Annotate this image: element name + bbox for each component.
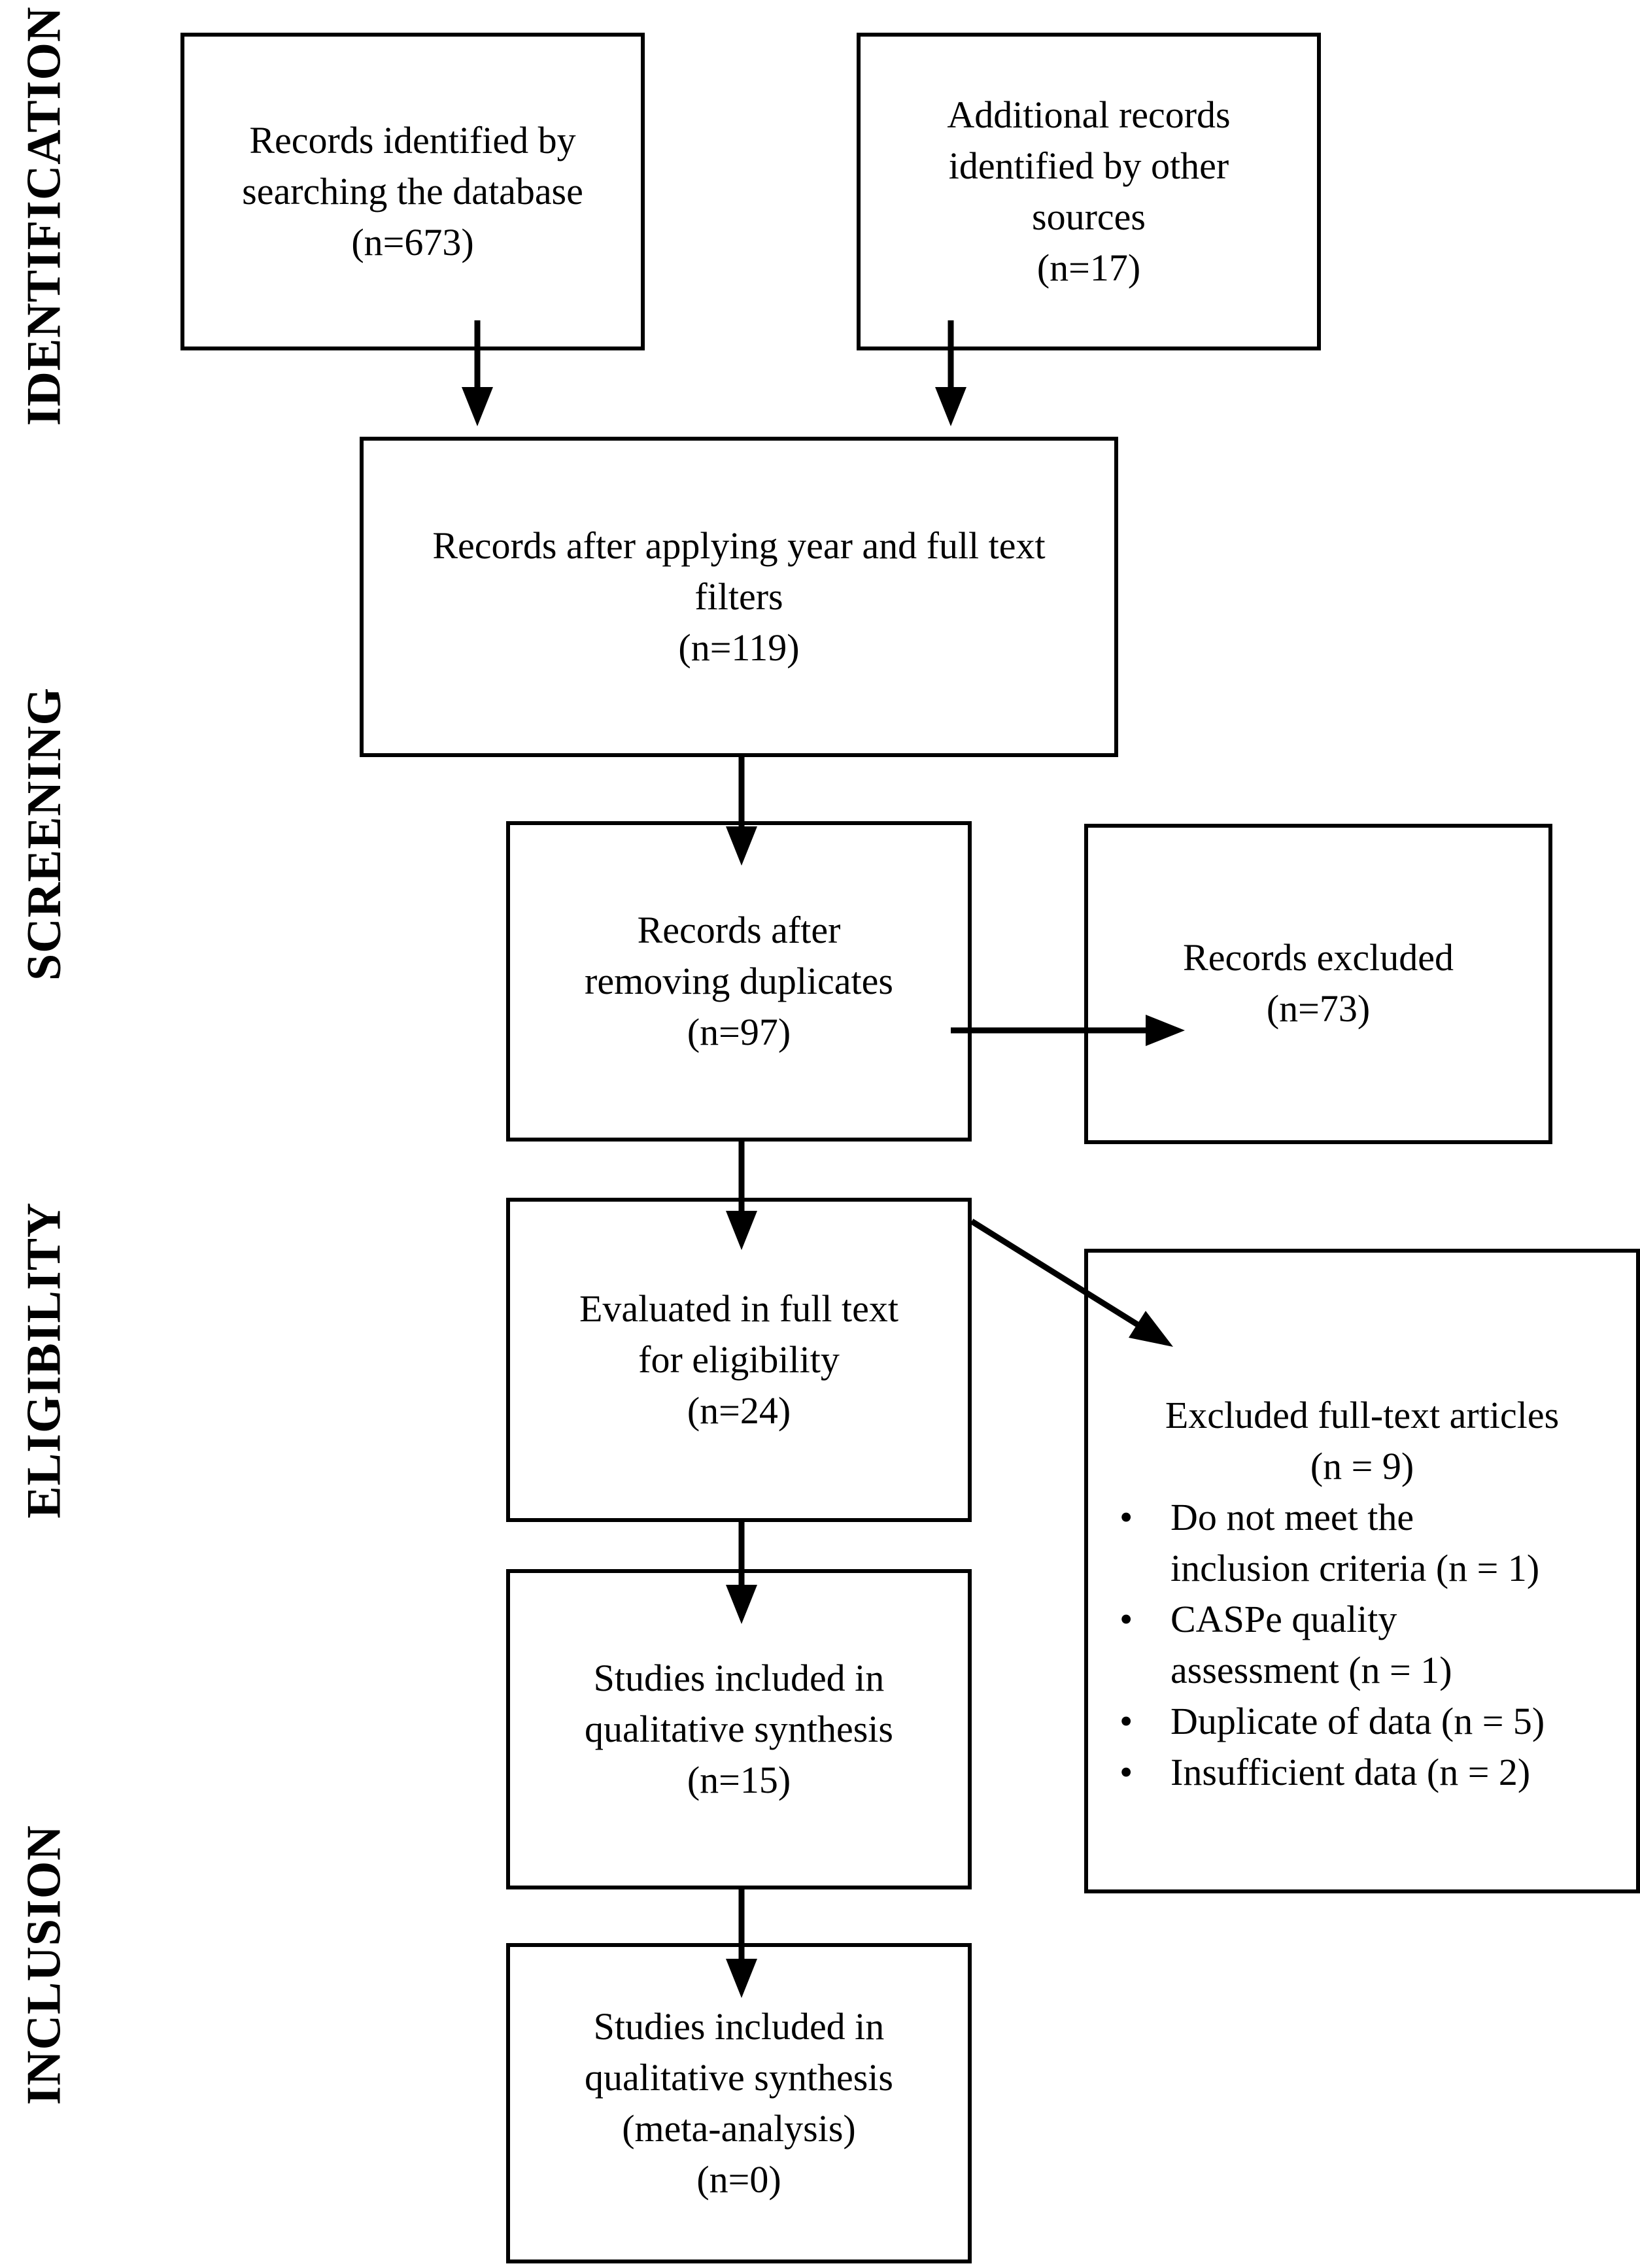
arrowhead-icon — [935, 387, 966, 426]
box-line: (meta-analysis) — [622, 2107, 856, 2150]
bullet: • — [1119, 1598, 1133, 1640]
box-line: (n=17) — [1036, 246, 1141, 289]
reason-line: Do not meet the — [1170, 1496, 1414, 1538]
box-records-other-sources: Additional records identified by other s… — [857, 33, 1321, 350]
arrowhead-icon — [1129, 1311, 1173, 1347]
box-line: Evaluated in full text — [579, 1287, 898, 1330]
box-line: Records identified by — [249, 119, 576, 161]
box-line: qualitative synthesis — [585, 1708, 893, 1750]
bullet: • — [1119, 1751, 1133, 1793]
reason-line: Insufficient data (n = 2) — [1170, 1751, 1531, 1793]
box-qualitative-synthesis: Studies included in qualitative synthesi… — [506, 1569, 972, 1889]
arrowhead-icon — [462, 387, 493, 426]
list-item: • Do not meet the inclusion criteria (n … — [1119, 1492, 1636, 1594]
box-line: (n=24) — [687, 1389, 791, 1432]
box-line: searching the database — [242, 170, 583, 212]
box-line: for eligibility — [638, 1338, 840, 1381]
box-line: (n=97) — [687, 1011, 791, 1053]
box-records-deduplicated: Records after removing duplicates (n=97) — [506, 821, 972, 1142]
arrowhead-icon — [726, 826, 757, 866]
box-records-database: Records identified by searching the data… — [180, 33, 645, 350]
box-line: (n=673) — [351, 221, 474, 263]
box-line: identified by other — [948, 144, 1229, 187]
arrowhead-icon — [726, 1585, 757, 1624]
box-excluded-full-text: Excluded full-text articles (n = 9) • Do… — [1084, 1249, 1640, 1893]
box-line: Additional records — [947, 93, 1231, 136]
box-line: (n=73) — [1266, 987, 1371, 1030]
exclusion-reasons-list: • Do not meet the inclusion criteria (n … — [1088, 1492, 1636, 1798]
reason-line: CASPe quality — [1170, 1598, 1397, 1640]
arrow-fulltext-to-excluded — [970, 1219, 1144, 1330]
list-item: • Duplicate of data (n = 5) — [1119, 1696, 1636, 1747]
box-line: Records excluded — [1183, 936, 1454, 979]
reason-line: inclusion criteria (n = 1) — [1170, 1547, 1540, 1589]
bullet: • — [1119, 1496, 1133, 1538]
box-full-text-evaluation: Evaluated in full text for eligibility (… — [506, 1198, 972, 1522]
excluded-heading: Excluded full-text articles — [1165, 1394, 1560, 1436]
list-item: • Insufficient data (n = 2) — [1119, 1747, 1636, 1798]
reason-line: Duplicate of data (n = 5) — [1170, 1700, 1545, 1742]
box-line: (n=0) — [696, 2158, 781, 2201]
box-line: sources — [1032, 195, 1146, 238]
bullet: • — [1119, 1700, 1133, 1742]
box-line: (n=15) — [687, 1759, 791, 1801]
list-item: • CASPe quality assessment (n = 1) — [1119, 1594, 1636, 1696]
arrowhead-icon — [1146, 1015, 1185, 1046]
box-records-filtered: Records after applying year and full tex… — [360, 437, 1118, 757]
box-line: (n=119) — [678, 626, 800, 669]
box-line: Studies included in — [593, 2005, 885, 2048]
box-line: Records after — [637, 909, 841, 951]
arrowhead-icon — [726, 1959, 757, 1998]
arrowhead-icon — [726, 1211, 757, 1250]
excluded-count: (n = 9) — [1310, 1445, 1414, 1487]
box-line: Studies included in — [593, 1657, 885, 1699]
box-records-excluded: Records excluded (n=73) — [1084, 824, 1552, 1144]
reason-line: assessment (n = 1) — [1170, 1649, 1452, 1691]
box-line: Records after applying year and full tex… — [432, 524, 1046, 567]
box-line: removing duplicates — [585, 960, 893, 1002]
box-line: qualitative synthesis — [585, 2056, 893, 2099]
box-line: filters — [694, 575, 783, 618]
